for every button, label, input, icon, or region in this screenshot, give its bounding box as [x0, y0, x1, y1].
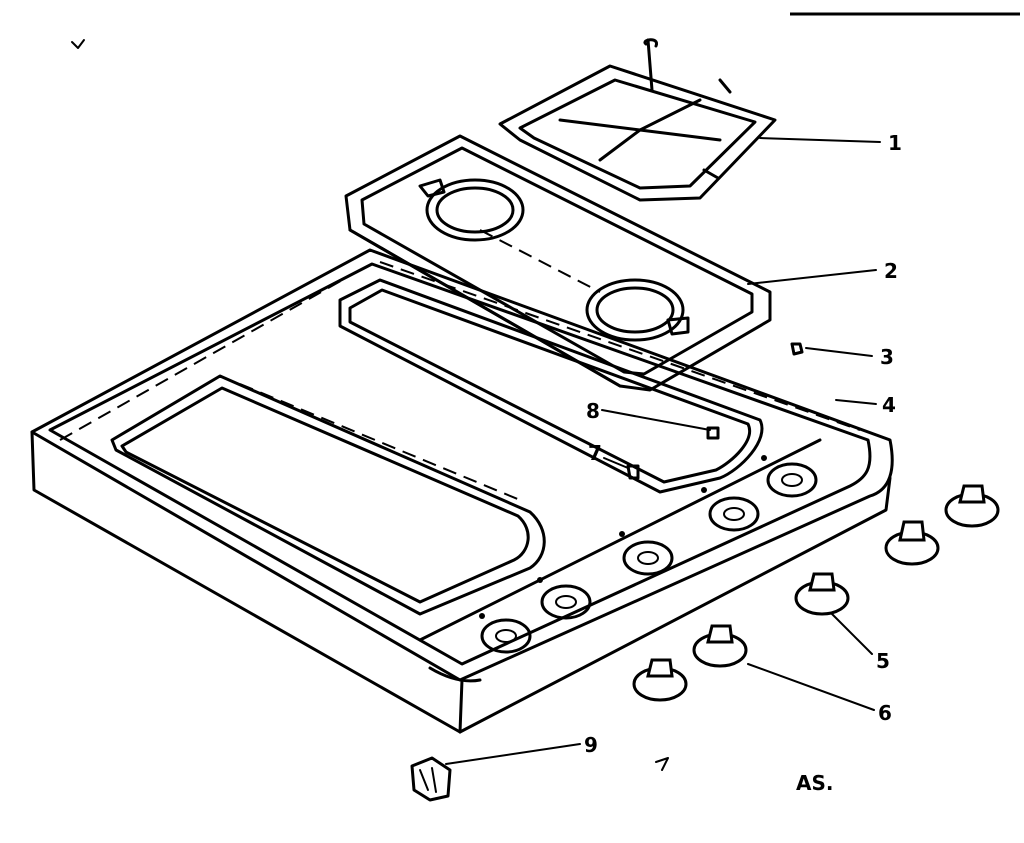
control-hole: [766, 462, 818, 498]
control-knob: [944, 484, 1000, 528]
label-part-5: 5: [876, 649, 890, 673]
burner-grate: [498, 38, 777, 202]
leader-line-6: [747, 663, 875, 711]
leader-line-4: [835, 399, 877, 405]
control-hole: [708, 496, 760, 532]
control-knob: [632, 658, 688, 702]
control-knob: [692, 624, 748, 668]
corner-code: AS.: [796, 771, 833, 795]
label-part-6: 6: [878, 701, 892, 725]
clip-part-8: [706, 426, 720, 440]
leader-line-7: [603, 457, 629, 469]
stray-mark: [655, 757, 669, 771]
label-part-1: 1: [888, 131, 902, 155]
stray-mark: [71, 39, 85, 49]
switch-part: [410, 756, 452, 802]
label-part-4: 4: [882, 393, 896, 417]
label-part-7: 7: [588, 441, 602, 465]
leader-line-3: [805, 347, 873, 357]
control-hole: [480, 618, 532, 654]
clip-part-3: [790, 342, 804, 356]
leader-line-2: [747, 269, 877, 285]
label-part-3: 3: [880, 345, 894, 369]
label-part-8: 8: [586, 399, 600, 423]
control-knob: [794, 572, 850, 616]
control-knob: [884, 520, 940, 566]
leader-line-5: [831, 613, 873, 655]
control-hole: [622, 540, 674, 576]
cooktop-body: [30, 248, 894, 734]
control-hole: [540, 584, 592, 620]
leader-line-9: [445, 743, 581, 765]
leader-line-1: [759, 137, 881, 143]
clip-part-7: [626, 464, 640, 480]
label-part-2: 2: [884, 259, 898, 283]
label-part-9: 9: [584, 733, 598, 757]
leader-line-8: [601, 409, 711, 431]
